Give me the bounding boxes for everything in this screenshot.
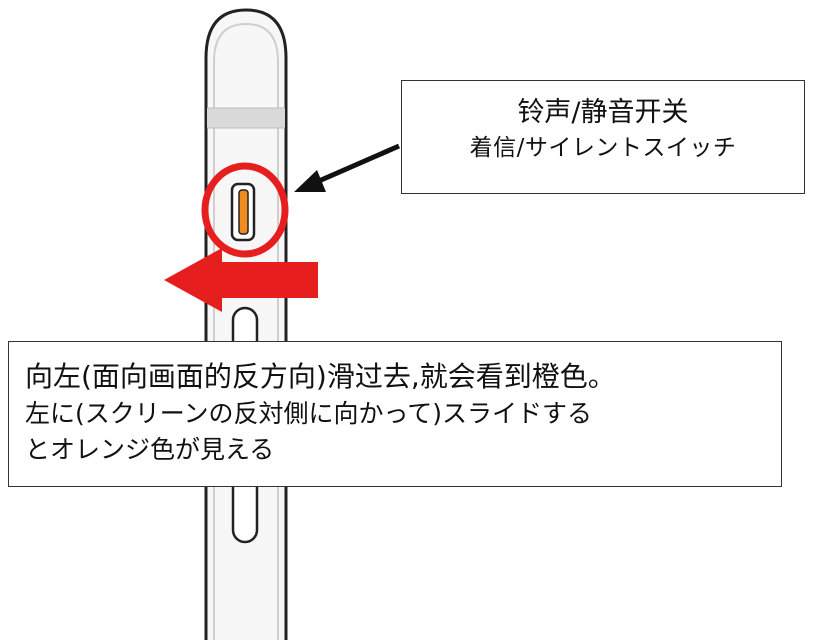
switch-label-japanese: 着信/サイレントスイッチ bbox=[469, 135, 737, 161]
ring-silent-switch bbox=[230, 182, 256, 242]
instruction-chinese: 向左(面向画面的反方向)滑过去,就会看到橙色。 bbox=[25, 360, 616, 393]
arrow-left-icon bbox=[164, 248, 318, 312]
iphone-side-view bbox=[204, 8, 288, 640]
arrow-pointer-icon bbox=[294, 143, 401, 192]
instruction-callout: 向左(面向画面的反方向)滑过去,就会看到橙色。 左に(スクリーンの反対側に向かっ… bbox=[8, 341, 782, 487]
switch-label-chinese: 铃声/静音开关 bbox=[517, 97, 689, 128]
instruction-japanese-line1: 左に(スクリーンの反対側に向かって)スライドする bbox=[25, 399, 593, 428]
antenna-band bbox=[207, 108, 285, 128]
switch-label-callout: 铃声/静音开关 着信/サイレントスイッチ bbox=[401, 80, 805, 194]
highlight-circle bbox=[201, 162, 289, 258]
switch-orange-indicator bbox=[238, 189, 249, 235]
instruction-japanese-line2: とオレンジ色が見える bbox=[25, 435, 275, 464]
